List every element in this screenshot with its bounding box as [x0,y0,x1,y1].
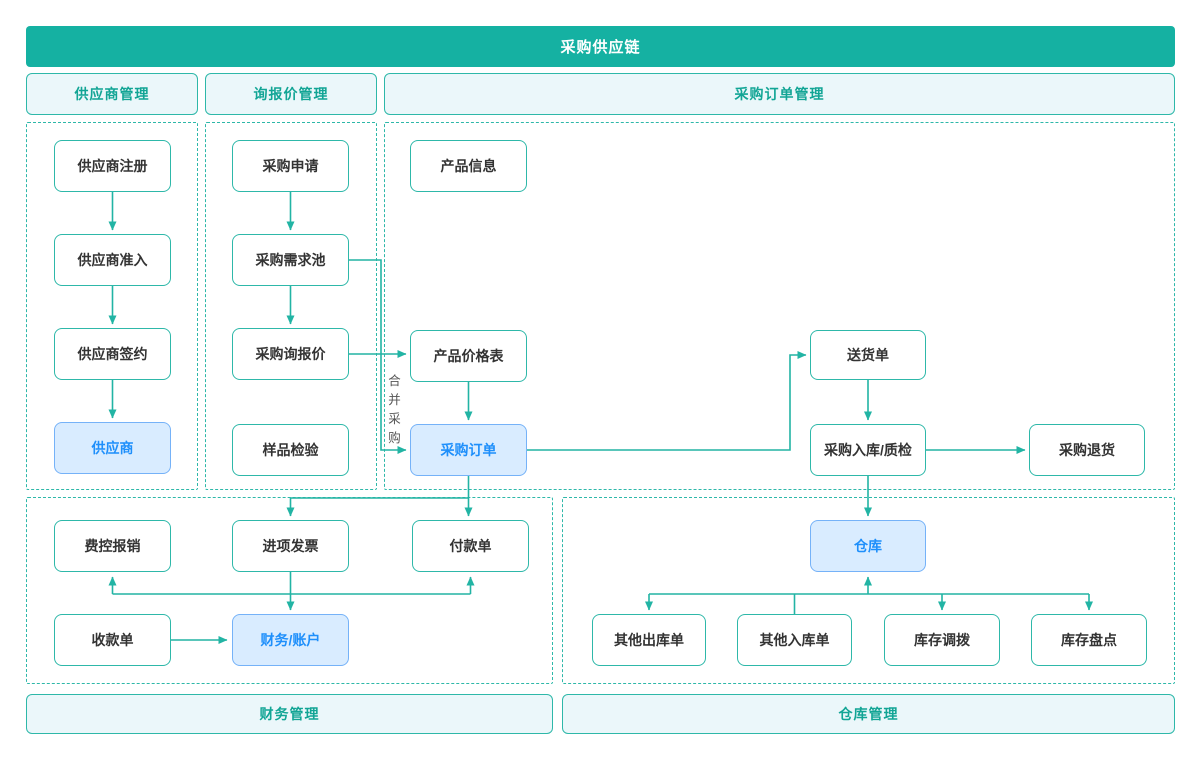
node-purchase-order[interactable]: 采购订单 [410,424,527,476]
node-receipt-bill[interactable]: 收款单 [54,614,171,666]
node-delivery-note[interactable]: 送货单 [810,330,926,380]
diagram-title: 采购供应链 [26,26,1175,67]
node-purchase-rfq[interactable]: 采购询报价 [232,328,349,380]
lane-region-rfq-mgmt [205,122,377,490]
edge-pool-to-order [349,259,407,454]
node-input-invoice[interactable]: 进项发票 [232,520,349,572]
lane-header-order-mgmt: 采购订单管理 [384,73,1175,115]
node-supplier-register[interactable]: 供应商注册 [54,140,171,192]
node-finance-account[interactable]: 财务/账户 [232,614,349,666]
lane-region-order-mgmt [384,122,1175,490]
lane-header-rfq-mgmt: 询报价管理 [205,73,377,115]
node-inbound-qc[interactable]: 采购入库/质检 [810,424,926,476]
lane-region-finance-mgmt [26,497,553,684]
node-supplier-access[interactable]: 供应商准入 [54,234,171,286]
lane-region-supplier-mgmt [26,122,198,490]
node-expense-claim[interactable]: 费控报销 [54,520,171,572]
lane-header-supplier-mgmt: 供应商管理 [26,73,198,115]
node-payment-bill[interactable]: 付款单 [412,520,529,572]
node-other-outbound[interactable]: 其他出库单 [592,614,706,666]
node-purchase-apply[interactable]: 采购申请 [232,140,349,192]
node-stock-count[interactable]: 库存盘点 [1031,614,1147,666]
node-purchase-return[interactable]: 采购退货 [1029,424,1145,476]
node-other-inbound[interactable]: 其他入库单 [737,614,852,666]
node-warehouse[interactable]: 仓库 [810,520,926,572]
node-price-list[interactable]: 产品价格表 [410,330,527,382]
lane-footer-finance-mgmt: 财务管理 [26,694,553,734]
node-stock-transfer[interactable]: 库存调拨 [884,614,1000,666]
edge-label-merge-purchase: 合并采购 [388,374,401,445]
node-demand-pool[interactable]: 采购需求池 [232,234,349,286]
edge-order-to-invoice [286,497,469,517]
lane-footer-warehouse-mgmt: 仓库管理 [562,694,1175,734]
node-product-info[interactable]: 产品信息 [410,140,527,192]
node-supplier[interactable]: 供应商 [54,422,171,474]
node-supplier-sign[interactable]: 供应商签约 [54,328,171,380]
node-sample-check[interactable]: 样品检验 [232,424,349,476]
edge-order-to-delivery [527,351,807,451]
